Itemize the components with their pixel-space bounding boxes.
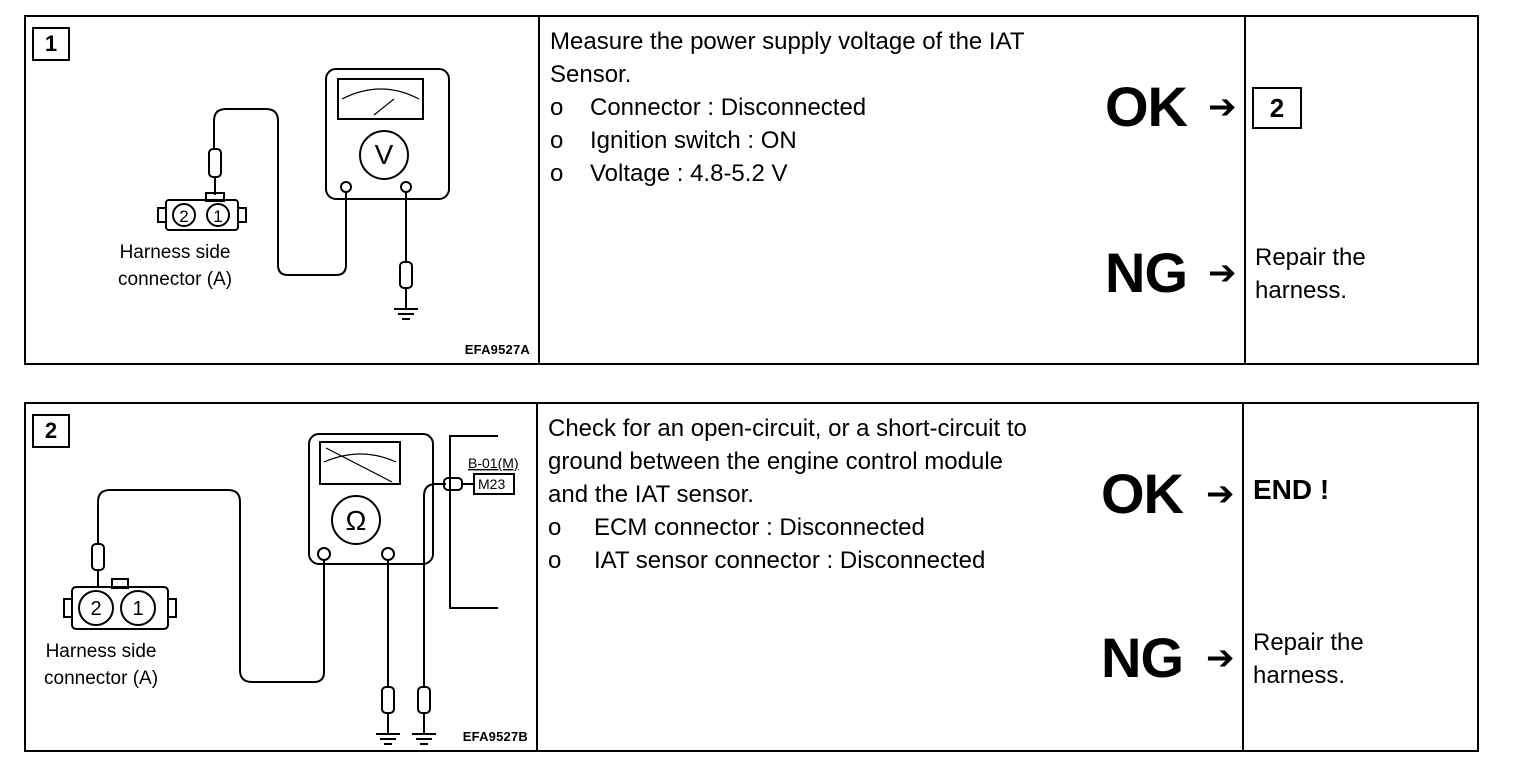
meter-dial — [331, 495, 381, 545]
step-2-row: 2 — [24, 402, 1479, 752]
meter-display — [337, 78, 424, 120]
step-2-number: 2 — [32, 414, 70, 448]
step-1-result-cell: 2 Repair the harness. — [1245, 17, 1477, 363]
ng-label: NG — [1105, 241, 1188, 304]
figure-code: EFA9527B — [462, 729, 528, 744]
ok-arrow-icon: ➔ — [1206, 475, 1235, 513]
connector-pin-1: 1 — [213, 207, 222, 226]
multimeter-body — [308, 433, 434, 565]
step-1-number: 1 — [32, 27, 70, 61]
ok-label: OK — [1105, 75, 1188, 138]
step-1-voltage-diagram: V 2 1 — [157, 68, 450, 320]
ecm-pin-label: M23 — [478, 476, 505, 492]
meter-display — [319, 441, 401, 485]
ng-result-text: Repair the harness. — [1255, 244, 1366, 304]
multimeter-body — [325, 68, 450, 200]
ng-label: NG — [1101, 626, 1184, 689]
meter-symbol-ohm: Ω — [346, 505, 367, 536]
step-1-row: 1 — [24, 15, 1479, 365]
step-2-diagram-cell: 2 — [26, 404, 538, 750]
connector-pin-2: 2 — [179, 207, 188, 226]
step-2-resistance-diagram: Ω 2 1 B-01(M) M23 — [63, 433, 519, 745]
ng-arrow-icon: ➔ — [1208, 254, 1237, 292]
step-1-description: Measure the power supply voltage of the … — [550, 25, 1100, 190]
harness-side-connector-label: Harness side connector (A) — [118, 242, 233, 290]
figure-code: EFA9527A — [464, 342, 530, 357]
ng-arrow-icon: ➔ — [1206, 639, 1235, 677]
go-to-step-2-box[interactable]: 2 — [1252, 87, 1302, 129]
step-2-result-cell: END ! Repair the harness. — [1243, 404, 1477, 750]
end-label: END ! — [1253, 474, 1330, 505]
ng-result-text: Repair the harness. — [1253, 629, 1364, 689]
meter-symbol-v: V — [375, 139, 394, 170]
connector-pin-2: 2 — [90, 598, 101, 620]
ok-label: OK — [1101, 462, 1184, 525]
step-1-diagram-cell: 1 — [26, 17, 540, 363]
step-1-text-cell: Measure the power supply voltage of the … — [540, 17, 1246, 363]
harness-connector — [165, 199, 239, 231]
step-2-text-cell: Check for an open-circuit, or a short-ci… — [538, 404, 1244, 750]
connector-pin-1: 1 — [132, 598, 143, 620]
ecm-connector-label: B-01(M) — [468, 455, 519, 471]
ok-arrow-icon: ➔ — [1208, 88, 1237, 126]
harness-side-connector-label: Harness side connector (A) — [44, 641, 159, 689]
step-2-description: Check for an open-circuit, or a short-ci… — [548, 412, 1128, 577]
meter-dial — [359, 130, 409, 180]
